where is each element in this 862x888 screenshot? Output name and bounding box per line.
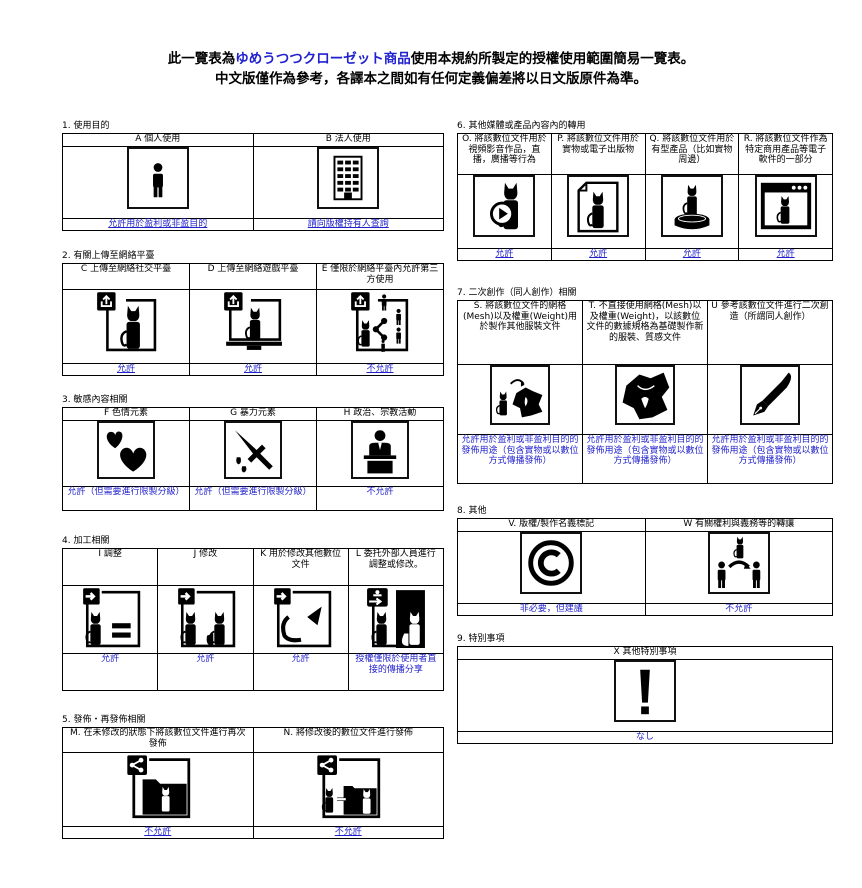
rights-transfer-icon [707,532,770,594]
section-other: 8. 其他 V. 版權/製作名義標記 W 有關權利與義務等的轉讓 非必要，但建議… [457,506,833,616]
section-derivative-works: 7. 二次創作（同人創作）相關 S. 將該數位文件的網格(Mesh)以及權重(W… [457,288,833,484]
section-label: 7. 二次創作（同人創作）相關 [457,288,577,298]
status-text: 允許用於盈利或非盈目的 [62,218,254,231]
copyright-icon [520,532,583,594]
outsource-icon [364,586,427,648]
section-label: 4. 加工相關 [62,536,110,546]
upload-social-icon [95,290,157,352]
item-head: T. 不直接使用網格(Mesh)以及權重(Weight)，以該數位文件的數據規格… [582,300,708,365]
section-label: 8. 其他 [457,506,487,516]
knife-icon [224,421,282,479]
software-window-icon [754,175,817,237]
building-icon [317,147,380,209]
distribute-modified-icon [315,753,382,819]
item-head: F 色情元素 [62,407,190,421]
status-text: 允許用於盈利或非盈利目的的發佈用途（包含實物或以數位方式傳播發佈） [582,434,708,484]
share-third-party-icon [349,290,411,352]
upload-game-icon [222,290,284,352]
section-label: 3. 敏感內容相關 [62,395,128,405]
status-text: 允許 [61,653,159,691]
status-text: 允許（但需要進行限製分級） [62,486,190,511]
section-usage-purpose: 1. 使用目的 A 個人使用 B 法人使用 允許用於盈利或非盈目的 請向版權持有… [62,121,444,231]
publication-icon [567,175,630,237]
status-text: 允許 [189,363,317,376]
status-text: 允許 [738,248,833,261]
item-head: M. 在未修改的狀態下將該數位文件進行再次發佈 [62,727,254,753]
item-head: U 參考該數位文件進行二次創造（所謂同人創作） [707,300,833,365]
video-icon [473,175,536,237]
section-redistribution: 5. 發佈・再發佈相關 M. 在未修改的狀態下將該數位文件進行再次發佈 N. 將… [62,715,444,839]
section-special-notes: 9. 特別事項 X 其他特別事項 なし [457,634,833,744]
item-head: S. 將該數位文件的網格(Mesh)以及權重(Weight)用於製作其他服裝文件 [457,300,583,365]
item-head: V. 版權/製作名義標記 [457,518,646,532]
item-head: K 用於修改其他數位文件 [252,548,349,586]
page-title-line1: 此一覽表為ゆめうつつクローゼット商品使用本規約所製定的授權使用範圍簡易一覽表。 [167,51,695,67]
exclamation-icon [614,660,676,722]
section-sensitive-content: 3. 敏感內容相關 F 色情元素 G 暴力元素 H 政治、宗教活動 允許（但需要… [62,395,444,511]
item-head: B 法人使用 [252,133,444,147]
brand-name: ゆめうつつクローゼット商品 [235,51,411,67]
section-label: 2. 有關上傳至網絡平臺 [62,251,155,261]
section-label: 9. 特別事項 [457,634,505,644]
status-text: 允許 [62,363,190,376]
status-text: 不允許 [644,603,833,616]
item-head: D 上傳至網絡遊戲平臺 [189,263,317,290]
clothes-icon [615,365,675,425]
figure-goods-icon [660,175,723,237]
item-head: J 修改 [157,548,254,586]
item-head: G 暴力元素 [189,407,317,421]
status-text: 允許 [550,248,646,261]
status-text: 非必要，但建議 [457,603,646,616]
redistribute-icon [124,753,191,819]
status-text: 允許 [157,653,254,691]
status-text: なし [457,731,833,744]
fountain-pen-icon [740,365,800,425]
item-head: Q. 將該數位文件用於有型產品（比如實物周邊） [644,133,740,175]
item-head: X 其他特別事項 [457,646,833,660]
item-head: E 僅限於網絡平臺內允許第三方使用 [316,263,444,290]
item-head: L 委托外部人員進行調整或修改。 [347,548,445,586]
section-processing: 4. 加工相關 I 調整 J 修改 K 用於修改其他數位文件 L 委托外部人員進… [61,536,445,691]
status-text: 允許 [457,248,552,261]
item-head: W 有關權利與義務等的轉讓 [644,518,833,532]
status-text: 請向版權持有人查詢 [252,218,444,231]
parts-reuse-icon [269,586,332,648]
modify-icon [174,586,237,648]
status-text: 允許用於盈利或非盈利目的的發佈用途（包含實物或以數位方式傳播發佈） [457,434,583,484]
status-text: 允許 [644,248,740,261]
podium-speaker-icon [351,421,409,479]
item-head: A 個人使用 [62,133,254,147]
status-text: 允許（但需要進行限製分級） [189,486,317,511]
item-head: R. 將該數位文件作為特定商用產品等電子軟件的一部分 [738,133,833,175]
status-text: 允許用於盈利或非盈利目的的發佈用途（包含實物或以數位方式傳播發佈） [707,434,833,484]
adjust-icon [79,586,142,648]
mesh-to-clothes-icon [490,365,550,425]
status-text: 授權僅限於使用者直接的傳播分享 [347,653,445,691]
section-upload-platform: 2. 有關上傳至網絡平臺 C 上傳至網絡社交平臺 D 上傳至網絡遊戲平臺 E 僅… [62,251,444,376]
status-text: 不允許 [316,486,444,511]
status-text: 不允許 [252,826,444,839]
page-title-line2: 中文版僅作為參考，各譯本之間如有任何定義偏差將以日文版原件為準。 [215,71,647,87]
item-head: P. 將該數位文件用於實物或電子出版物 [550,133,646,175]
status-text: 允許 [252,653,349,691]
item-head: O. 將該數位文件用於視頻影音作品，直播，廣播等行為 [457,133,552,175]
hearts-icon [97,421,155,479]
status-text: 不允許 [62,826,254,839]
item-head: I 調整 [61,548,159,586]
person-icon [126,147,189,209]
item-head: N. 將修改後的數位文件進行發佈 [252,727,444,753]
item-head: C 上傳至網絡社交平臺 [62,263,190,290]
section-label: 6. 其他媒體或產品內容內的轉用 [457,121,586,131]
item-head: H 政治、宗教活動 [316,407,444,421]
section-label: 5. 發佈・再發佈相關 [62,715,146,725]
status-text: 不允許 [316,363,444,376]
section-label: 1. 使用目的 [62,121,110,131]
section-media-reuse: 6. 其他媒體或產品內容內的轉用 O. 將該數位文件用於視頻影音作品，直播，廣播… [457,121,833,261]
